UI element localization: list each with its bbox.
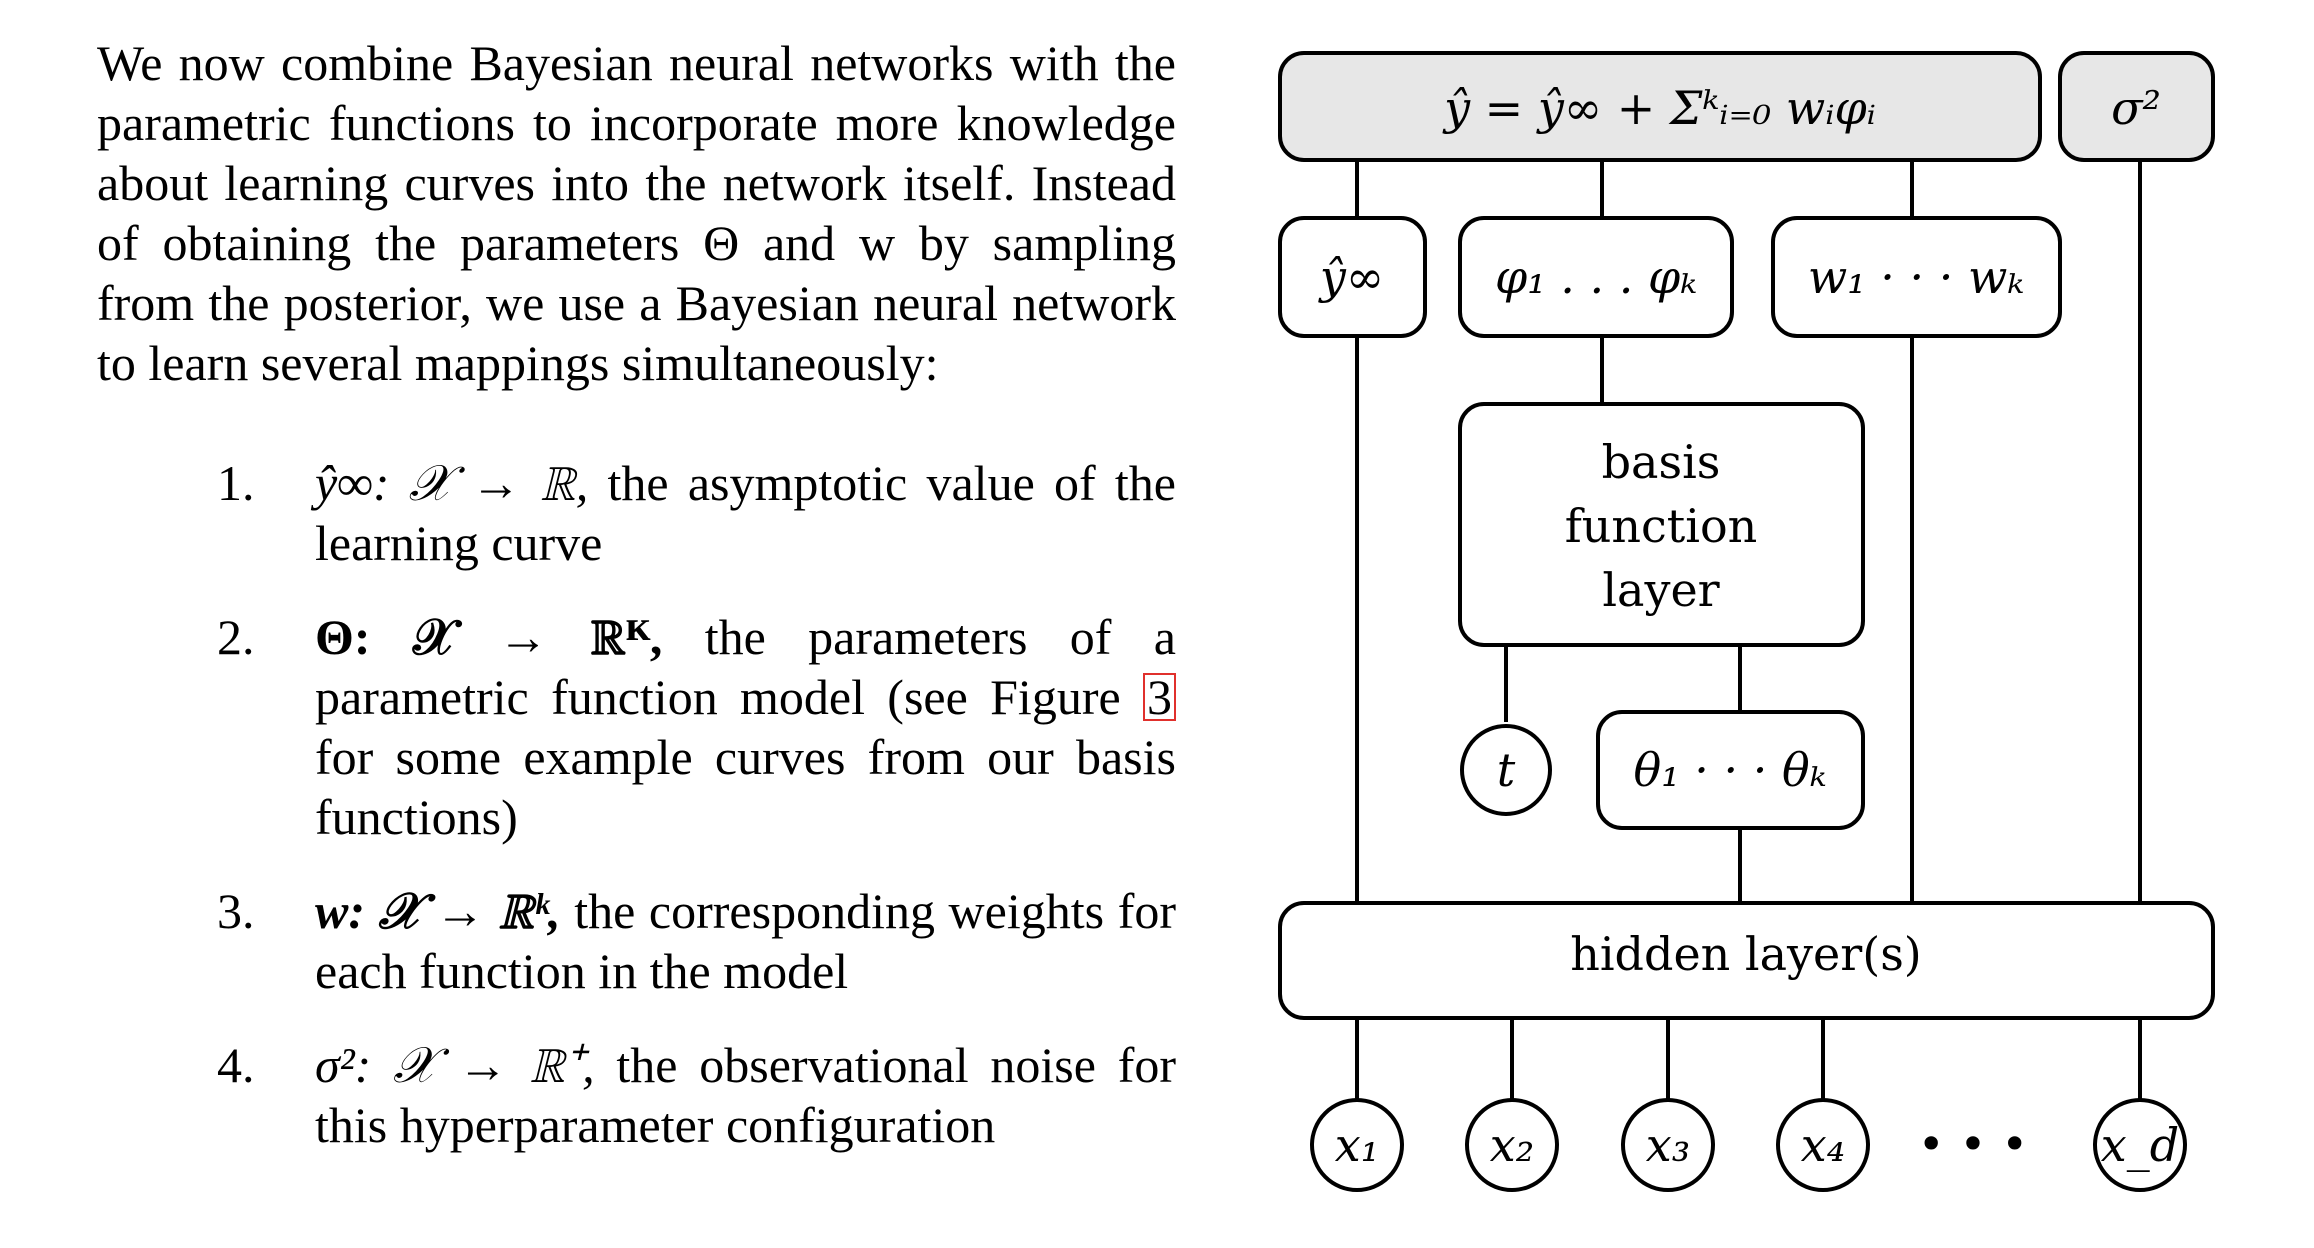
input-xd-node: x_d [2093, 1098, 2187, 1192]
item-lead: w: 𝒳 → ℝᵏ, [315, 883, 561, 939]
t-node: t [1460, 724, 1552, 816]
phis-label: φ₁ . . . φₖ [1495, 250, 1697, 304]
input-x4-node: x₄ [1776, 1098, 1870, 1192]
basis-label-line2: function [1565, 499, 1758, 553]
t-label: t [1497, 743, 1516, 797]
list-item: 3. w: 𝒳 → ℝᵏ, the corresponding weights … [97, 881, 1176, 1001]
input-label: x₁ [1335, 1118, 1379, 1172]
y-inf-node: ŷ∞ [1278, 216, 1427, 338]
item-rest: the corresponding weights for each funct… [315, 883, 1176, 999]
item-rest: the asymptotic value of the learning cur… [315, 455, 1177, 571]
text-column: We now combine Bayesian neural networks … [97, 33, 1176, 1155]
weights-label: w₁ · · · wₖ [1808, 250, 2024, 304]
item-lead: Θ: 𝒳 → ℝᴷ, [315, 609, 663, 665]
list-item-text: Θ: 𝒳 → ℝᴷ, the parameters of a parametri… [315, 607, 1176, 847]
input-x1-node: x₁ [1310, 1098, 1404, 1192]
input-label: x₃ [1646, 1118, 1690, 1172]
list-item-text: ŷ∞: 𝒳 → ℝ, the asymptotic value of the l… [315, 453, 1176, 573]
list-item: 1. ŷ∞: 𝒳 → ℝ, the asymptotic value of th… [97, 453, 1176, 573]
input-ellipsis: • • • [1918, 1117, 2029, 1171]
hidden-label: hidden layer(s) [1570, 927, 1922, 981]
list-item-text: σ²: 𝒳 → ℝ⁺, the observational noise for … [315, 1035, 1176, 1155]
list-item: 2. Θ: 𝒳 → ℝᴷ, the parameters of a parame… [97, 607, 1176, 847]
item-lead: σ²: 𝒳 → ℝ⁺, [315, 1037, 595, 1093]
connection-lines [1355, 160, 2142, 1110]
input-x3-node: x₃ [1621, 1098, 1715, 1192]
weights-node: w₁ · · · wₖ [1771, 216, 2062, 338]
noise-label: σ² [2111, 81, 2161, 135]
list-item-text: w: 𝒳 → ℝᵏ, the corresponding weights for… [315, 881, 1176, 1001]
y-inf-label: ŷ∞ [1318, 250, 1384, 304]
list-number: 2. [217, 609, 255, 665]
list-item: 4. σ²: 𝒳 → ℝ⁺, the observational noise f… [97, 1035, 1176, 1155]
item-rest: the observational noise for this hyperpa… [315, 1037, 1176, 1153]
item-rest-end: for some example curves from our basis f… [315, 729, 1176, 845]
figure-ref-link[interactable]: 3 [1143, 672, 1176, 722]
output-formula: ŷ = ŷ∞ + Σᵏᵢ₌₀ wᵢφᵢ [1442, 81, 1876, 135]
noise-node: σ² [2058, 51, 2215, 162]
input-label: x₄ [1801, 1118, 1845, 1172]
intro-paragraph: We now combine Bayesian neural networks … [97, 35, 1176, 391]
thetas-node: θ₁ · · · θₖ [1596, 710, 1865, 830]
output-formula-node: ŷ = ŷ∞ + Σᵏᵢ₌₀ wᵢφᵢ [1278, 51, 2042, 162]
network-diagram: ŷ = ŷ∞ + Σᵏᵢ₌₀ wᵢφᵢ σ² ŷ∞ φ₁ . . . φₖ w₁… [1278, 51, 2215, 1192]
list-number: 3. [217, 883, 255, 939]
basis-function-layer-node: basis function layer [1458, 402, 1865, 647]
thetas-label: θ₁ · · · θₖ [1634, 743, 1827, 797]
item-rest: the parameters of a parametric function … [315, 609, 1176, 725]
input-x2-node: x₂ [1465, 1098, 1559, 1192]
phis-node: φ₁ . . . φₖ [1458, 216, 1734, 338]
input-label: x_d [2101, 1118, 2179, 1172]
basis-label-line3: layer [1602, 563, 1719, 617]
list-number: 1. [217, 455, 255, 511]
item-lead: ŷ∞: 𝒳 → ℝ, [315, 455, 589, 511]
basis-label-line1: basis [1602, 435, 1721, 489]
list-number: 4. [217, 1037, 255, 1093]
hidden-layer-node: hidden layer(s) [1278, 901, 2215, 1020]
mapping-list: 1. ŷ∞: 𝒳 → ℝ, the asymptotic value of th… [97, 453, 1176, 1155]
input-label: x₂ [1490, 1118, 1534, 1172]
